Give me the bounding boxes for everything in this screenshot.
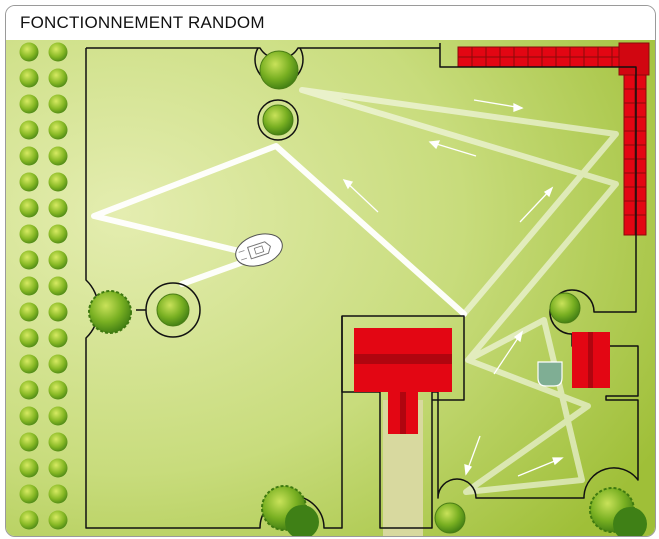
garden-svg [6,40,655,536]
tree-icon [19,42,39,530]
house-icon [354,328,452,434]
garden-scene [6,40,655,536]
tree-row-hedge-icon [19,42,68,530]
tree-icon [88,50,647,536]
hedge-icon [457,42,650,236]
diagram-frame: FONCTIONNEMENT RANDOM [5,5,656,537]
robot-mower-icon [235,233,283,267]
direction-arrow-icon [342,99,564,477]
mower-path [91,87,619,495]
page-title: FONCTIONNEMENT RANDOM [20,13,265,32]
charging-station-icon [537,361,563,387]
garage-icon [572,332,610,388]
title-bar: FONCTIONNEMENT RANDOM [6,6,655,40]
